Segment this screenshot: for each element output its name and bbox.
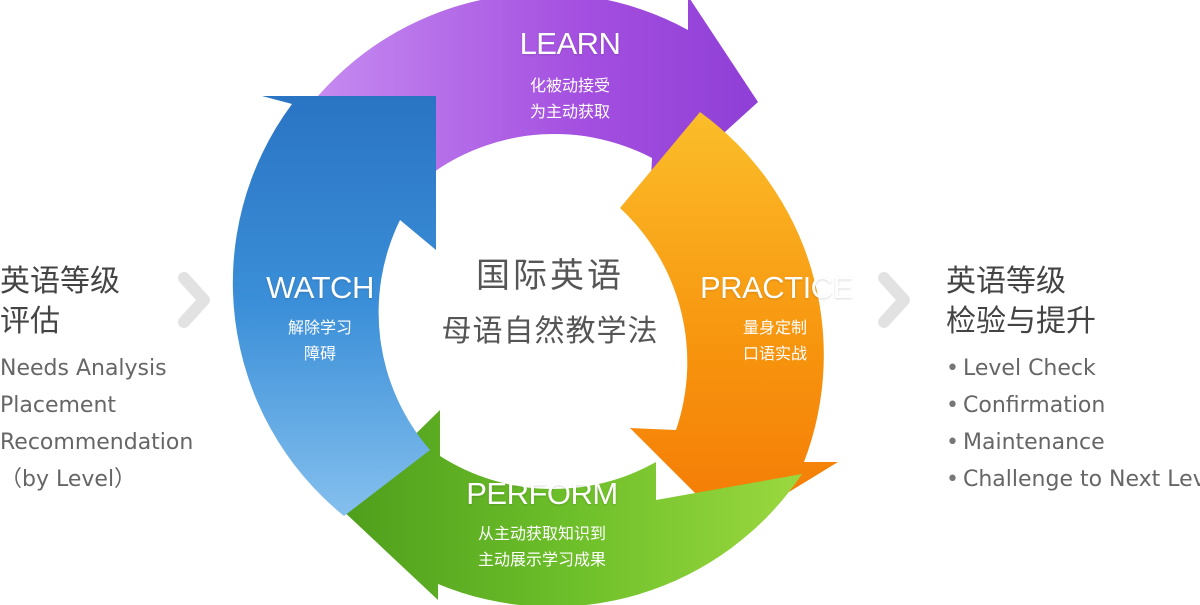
learn-line2: 为主动获取	[529, 102, 610, 121]
left-list-item: Placement	[0, 393, 117, 418]
watch-line2: 障碍	[303, 344, 336, 363]
perform-arrow	[340, 410, 802, 605]
watch-line1: 解除学习	[287, 318, 352, 337]
right-list-text: Confirmation	[963, 393, 1106, 418]
practice-title: PRACTICE	[700, 270, 853, 305]
left-panel: 英语等级 评估 Needs Analysis Placement Recomme…	[0, 262, 200, 498]
learn-line1: 化被动接受	[529, 76, 610, 95]
center-circle	[396, 150, 700, 454]
right-title-line2: 检验与提升	[946, 304, 1096, 339]
chevron-right-icon	[878, 272, 910, 328]
right-list-item: •Maintenance	[946, 424, 1200, 461]
right-list-item: •Challenge to Next Level	[946, 461, 1200, 498]
right-title-line1: 英语等级	[946, 264, 1066, 299]
center-title: 国际英语	[476, 256, 624, 296]
left-list-item: Needs Analysis	[0, 356, 167, 381]
bullet-icon: •	[946, 430, 959, 455]
learn-title: LEARN	[519, 26, 621, 61]
left-list-item: Recommendation	[0, 430, 194, 455]
left-list: Needs Analysis Placement Recommendation …	[0, 350, 200, 498]
practice-line2: 口语实战	[742, 344, 807, 363]
right-list-item: •Level Check	[946, 350, 1200, 387]
practice-arrow	[620, 112, 838, 528]
perform-line2: 主动展示学习成果	[477, 550, 606, 569]
center-subtitle: 母语自然教学法	[441, 314, 659, 349]
bullet-icon: •	[946, 356, 959, 381]
right-list-text: Challenge to Next Level	[963, 467, 1200, 492]
practice-line1: 量身定制	[742, 318, 807, 337]
right-list-text: Maintenance	[963, 430, 1105, 455]
watch-title: WATCH	[266, 270, 374, 305]
left-title-line1: 英语等级	[0, 264, 120, 299]
right-list-item: •Confirmation	[946, 387, 1200, 424]
perform-title: PERFORM	[466, 476, 618, 511]
bullet-icon: •	[946, 393, 959, 418]
right-panel: 英语等级 检验与提升 •Level Check •Confirmation •M…	[946, 262, 1200, 498]
perform-line1: 从主动获取知识到	[477, 524, 606, 543]
left-title-line2: 评估	[0, 304, 60, 339]
right-list: •Level Check •Confirmation •Maintenance …	[946, 350, 1200, 498]
bullet-icon: •	[946, 467, 959, 492]
watch-arrow	[232, 96, 436, 516]
chevron-right-icon	[178, 272, 210, 328]
left-list-item: （by Level）	[0, 467, 137, 492]
right-list-text: Level Check	[963, 356, 1096, 381]
